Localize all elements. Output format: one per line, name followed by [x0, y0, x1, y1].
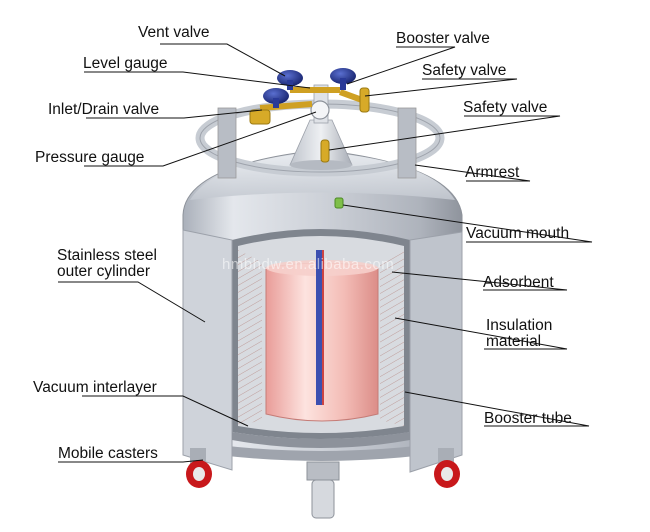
- label-insulation-material: Insulation material: [486, 318, 552, 350]
- label-pressure-gauge: Pressure gauge: [35, 149, 145, 166]
- vacuum-mouth-port: [334, 197, 344, 209]
- label-safety-valve-upper: Safety valve: [422, 62, 507, 79]
- label-booster-tube: Booster tube: [484, 410, 572, 427]
- top-fittings: [195, 68, 445, 179]
- mobile-casters: [186, 448, 460, 519]
- label-mobile-casters: Mobile casters: [58, 445, 158, 462]
- label-vacuum-interlayer: Vacuum interlayer: [33, 379, 157, 396]
- label-stainless-outer-cylinder: Stainless steel outer cylinder: [57, 248, 157, 280]
- label-booster-valve: Booster valve: [396, 30, 490, 47]
- label-vacuum-mouth: Vacuum mouth: [466, 225, 570, 242]
- label-level-gauge: Level gauge: [83, 55, 168, 72]
- label-adsorbent: Adsorbent: [483, 274, 554, 291]
- cutaway-section: [182, 229, 463, 473]
- label-stainless-line2: outer cylinder: [57, 263, 151, 280]
- label-vent-valve: Vent valve: [138, 24, 210, 41]
- caster-front: [306, 461, 340, 519]
- label-insulation-line2: material: [486, 333, 542, 350]
- label-inlet-drain-valve: Inlet/Drain valve: [48, 101, 160, 118]
- label-stainless-line1: Stainless steel: [57, 247, 157, 264]
- label-safety-valve-lower: Safety valve: [463, 99, 548, 116]
- caster-left: [186, 448, 212, 488]
- caster-right: [434, 448, 460, 488]
- label-insulation-line1: Insulation: [486, 317, 553, 334]
- watermark-text: hmbhdw.en.alibaba.com: [222, 256, 395, 273]
- label-armrest: Armrest: [465, 164, 520, 181]
- leader-lines: [58, 43, 593, 463]
